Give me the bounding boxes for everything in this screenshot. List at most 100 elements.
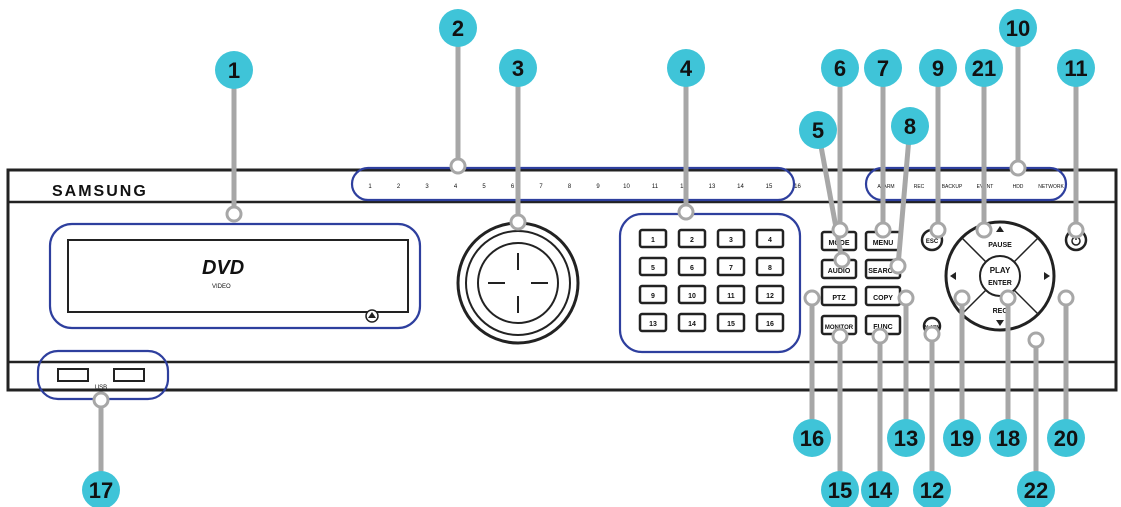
highlight-status-leds	[864, 166, 1068, 202]
jog-shuttle[interactable]	[456, 221, 580, 345]
numpad-key-13[interactable]	[638, 312, 668, 333]
callout-number-11: 11	[1064, 56, 1087, 81]
highlight-regions	[36, 166, 1068, 401]
callout-bubble-2	[439, 9, 477, 47]
highlight-numpad	[618, 212, 802, 354]
callout-number-14: 14	[868, 478, 893, 503]
callout-bubble-3	[499, 49, 537, 87]
dpad-play-label: PLAY	[990, 266, 1011, 275]
numpad-key-6[interactable]	[677, 256, 707, 277]
dpad-top-label: PAUSE	[988, 242, 1012, 249]
ptz-button[interactable]	[820, 285, 858, 307]
callout-bubble-22	[1017, 471, 1055, 507]
numpad-key-label: 11	[727, 293, 735, 300]
numpad-key-label: 1	[651, 237, 655, 244]
search-button-label: SEARCH	[868, 268, 898, 275]
channel-led-3: 3	[425, 184, 429, 190]
callout-bubble-10	[999, 9, 1037, 47]
callout-number-10: 10	[1006, 16, 1030, 41]
numpad-key-11[interactable]	[716, 284, 746, 305]
callout-bubble-19	[943, 419, 981, 457]
callout-target-15	[831, 327, 849, 345]
dpad-bottom-label: REC	[993, 308, 1008, 315]
status-led-backup: BACKUP	[942, 184, 963, 190]
status-led-alarm: ALARM	[877, 184, 894, 190]
numpad-key-3[interactable]	[716, 228, 746, 249]
callout-target-17	[92, 391, 110, 409]
callout-number-6: 6	[834, 56, 846, 81]
callout-number-22: 22	[1024, 478, 1048, 503]
numpad-key-label: 3	[729, 237, 733, 244]
numpad-key-label: 14	[688, 321, 696, 328]
numpad-key-label: 4	[768, 237, 772, 244]
dpad-enter-label: ENTER	[988, 280, 1012, 287]
numpad-key-16[interactable]	[755, 312, 785, 333]
dvd-logo-sub: VIDEO	[212, 284, 231, 290]
callout-number-19: 19	[950, 426, 974, 451]
callout-bubble-21	[965, 49, 1003, 87]
numpad-key-label: 10	[688, 293, 696, 300]
channel-led-8: 8	[568, 184, 572, 190]
numpad-key-9[interactable]	[638, 284, 668, 305]
dvd-logo: DVD	[202, 257, 244, 279]
numpad-key-7[interactable]	[716, 256, 746, 277]
channel-led-14: 14	[737, 184, 744, 190]
callout-target-12	[923, 325, 941, 343]
callout-target-11	[1067, 221, 1085, 239]
function-buttons: MODE MENU AUDIO SEARCH PTZ COPY MONITOR …	[820, 230, 902, 336]
channel-led-7: 7	[539, 184, 543, 190]
callout-number-16: 16	[800, 426, 824, 451]
callout-target-18	[999, 289, 1017, 307]
numpad-key-label: 8	[768, 265, 772, 272]
jog-dial	[477, 242, 559, 324]
callout-target-5	[833, 251, 851, 269]
callout-leader-8	[895, 125, 913, 267]
channel-led-4: 4	[454, 184, 458, 190]
callout-target-20	[1057, 289, 1075, 307]
numpad-key-1[interactable]	[638, 228, 668, 249]
numpad-key-12[interactable]	[755, 284, 785, 305]
esc-button-label: ESC	[926, 239, 939, 245]
channel-led-1: 1	[368, 184, 372, 190]
usb-port-1	[57, 368, 89, 382]
callout-bubble-17	[82, 471, 120, 507]
callout-number-9: 9	[932, 56, 944, 81]
status-led-hdd: HDD	[1013, 184, 1024, 190]
callout-bubble-8	[891, 107, 929, 145]
callout-number-15: 15	[828, 478, 852, 503]
callout-target-10	[1009, 159, 1027, 177]
numpad-key-15[interactable]	[716, 312, 746, 333]
usb-port-2	[113, 368, 145, 382]
callout-target-14	[871, 327, 889, 345]
numpad-key-label: 7	[729, 265, 733, 272]
callout-bubble-9	[919, 49, 957, 87]
callout-number-3: 3	[512, 56, 524, 81]
callout-leader-5	[815, 129, 845, 261]
numpad-key-8[interactable]	[755, 256, 785, 277]
numpad-key-14[interactable]	[677, 312, 707, 333]
callout-target-3	[509, 213, 527, 231]
callout-target-1	[225, 205, 243, 223]
numpad-key-label: 5	[651, 265, 655, 272]
numpad-key-label: 6	[690, 265, 694, 272]
callout-number-17: 17	[89, 478, 113, 503]
callout-bubble-7	[864, 49, 902, 87]
callout-number-13: 13	[894, 426, 918, 451]
highlight-dvd	[48, 222, 422, 330]
numpad-key-label: 13	[649, 321, 657, 328]
arrow-up-icon	[996, 226, 1004, 232]
direction-pad[interactable]: PAUSE PLAY ENTER REC	[944, 220, 1056, 332]
numpad-key-2[interactable]	[677, 228, 707, 249]
callout-target-21	[975, 221, 993, 239]
numpad-key-5[interactable]	[638, 256, 668, 277]
channel-led-6: 6	[511, 184, 515, 190]
dvd-drive: DVD VIDEO	[67, 239, 409, 323]
numpad-key-10[interactable]	[677, 284, 707, 305]
callout-bubble-11	[1057, 49, 1095, 87]
brand-logo: SAMSUNG	[52, 183, 148, 200]
callout-target-16	[803, 289, 821, 307]
numpad-key-4[interactable]	[755, 228, 785, 249]
